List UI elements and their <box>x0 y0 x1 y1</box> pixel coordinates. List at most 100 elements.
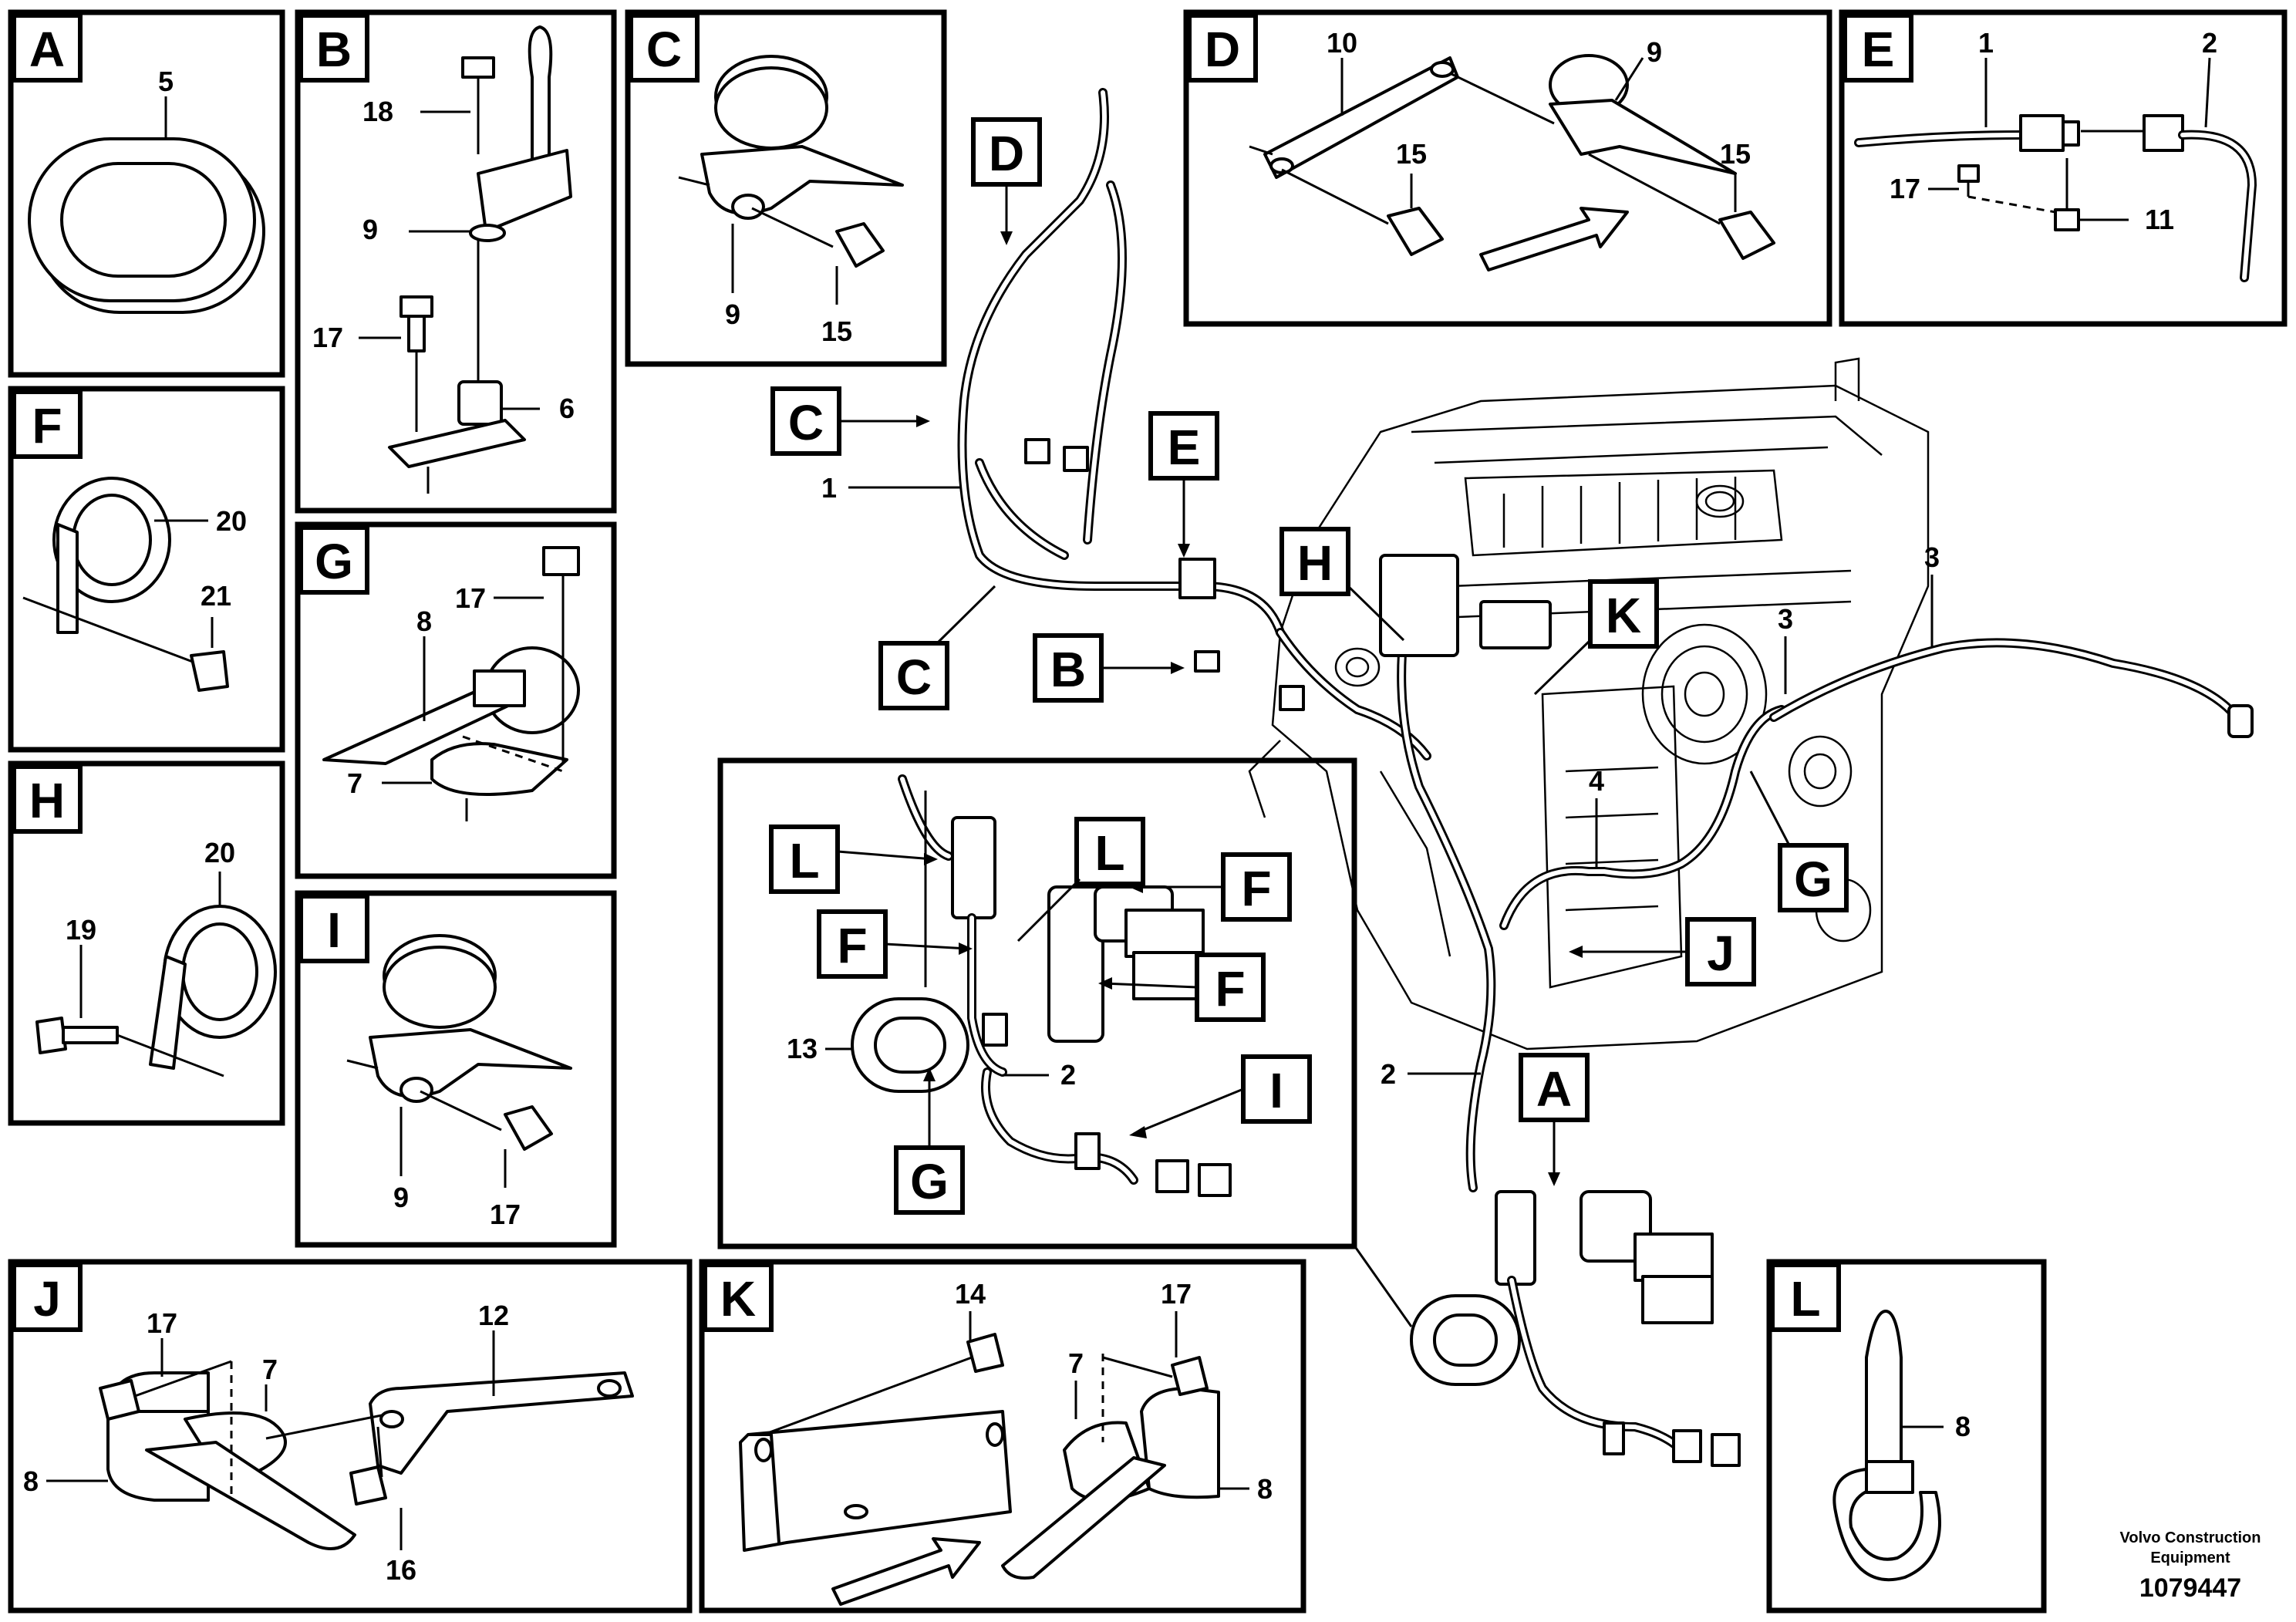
panel-j-frame <box>8 1259 693 1614</box>
detail-callouts: L L F F F I G <box>769 817 1312 1215</box>
panel-k-num-17: 17 <box>1161 1278 1192 1310</box>
screw-21-icon <box>190 650 229 692</box>
panel-l-frame <box>1766 1259 2047 1614</box>
panel-e-art: 1 2 17 11 <box>1854 27 2257 282</box>
bracket-l-icon <box>739 1410 1012 1552</box>
detail-num-2: 2 <box>1060 1059 1076 1091</box>
bolt-15b-icon <box>1718 211 1775 260</box>
main-num-2: 2 <box>1381 1058 1396 1090</box>
main-num-3a: 3 <box>1924 541 1940 573</box>
panel-j-num-17: 17 <box>147 1307 177 1339</box>
spacer-icon <box>457 380 503 426</box>
connector-2-icon <box>2143 114 2184 152</box>
panel-c-tag: C <box>646 22 682 77</box>
main-num-1: 1 <box>821 472 837 504</box>
main-callout-b: B <box>1050 642 1086 697</box>
panel-d-num-9: 9 <box>1647 36 1662 68</box>
bolt-14-icon <box>966 1333 1004 1373</box>
panel-b-art: 18 9 17 6 <box>312 25 575 494</box>
panel-f-num-20: 20 <box>216 505 247 537</box>
panel-e-num-17: 17 <box>1890 173 1920 204</box>
panel-i-num-17: 17 <box>490 1199 521 1230</box>
panel-k-tag: K <box>720 1271 756 1327</box>
main-num-3b: 3 <box>1778 603 1793 635</box>
detail-frame <box>717 757 1357 1249</box>
panel-frames <box>8 9 2288 1614</box>
panel-e-tag: E <box>1862 22 1895 77</box>
detail-numbers: 13 2 <box>787 1033 1076 1091</box>
bracket-12-icon <box>369 1371 634 1475</box>
bracket-10-icon <box>1263 56 1459 179</box>
panel-b-num-18: 18 <box>362 96 393 127</box>
panel-h-num-19: 19 <box>66 914 96 946</box>
bolt-17-icon <box>542 546 580 576</box>
panel-k-num-14: 14 <box>955 1278 986 1310</box>
panel-a-art: 5 <box>28 66 265 314</box>
plate-icon <box>388 419 526 468</box>
detail-callout-l-left: L <box>789 833 819 889</box>
main-callouts: D C E C B H K G J A <box>770 117 1849 1186</box>
detail-callout-f-left: F <box>837 918 867 973</box>
main-callout-g: G <box>1794 851 1832 907</box>
panel-f-num-21: 21 <box>201 580 231 612</box>
detail-connector-icon <box>951 816 996 919</box>
bracket-7-icon <box>184 1411 287 1482</box>
panel-d-tag: D <box>1205 22 1240 77</box>
panel-j-num-12: 12 <box>478 1300 509 1331</box>
panel-i-frame <box>295 890 617 1248</box>
footer: Volvo Construction Equipment 1079447 <box>2120 1529 2261 1603</box>
bolt-17-icon <box>400 295 433 318</box>
main-callout-a: A <box>1536 1061 1572 1117</box>
end-connector-icon <box>2227 704 2254 738</box>
bolt-17-icon <box>99 1379 140 1421</box>
bolt-17-icon <box>1957 164 1980 183</box>
panel-d-num-10: 10 <box>1327 27 1357 59</box>
bolt-19-icon <box>35 1017 67 1054</box>
panel-j-num-8: 8 <box>23 1465 39 1497</box>
main-num-4: 4 <box>1589 765 1604 797</box>
panel-tags: A B C D E F G H I J K L <box>12 13 1913 1332</box>
panel-j-num-16: 16 <box>386 1554 416 1586</box>
bolt-15-icon <box>835 222 885 268</box>
panel-g-art: 17 8 7 <box>322 546 580 821</box>
panel-k-num-8: 8 <box>1257 1473 1273 1505</box>
panel-d-art: 10 9 15 15 <box>1249 27 1775 271</box>
panel-e-num-1: 1 <box>1978 27 1994 59</box>
panel-l-tag: L <box>1790 1271 1820 1327</box>
panel-j-num-7: 7 <box>262 1354 278 1385</box>
alternator-icon <box>1641 623 1768 765</box>
main-callout-d: D <box>989 126 1024 181</box>
panel-f-tag: F <box>32 398 62 454</box>
ecu-connector-icon <box>1379 554 1459 657</box>
panel-l-art: 8 <box>1832 1310 1971 1582</box>
wire-harness <box>957 88 2254 1192</box>
detail-callout-g: G <box>910 1154 949 1209</box>
panel-d-num-15b: 15 <box>1720 138 1751 170</box>
small-connector-icon <box>1024 438 1050 464</box>
main-callout-c-lower: C <box>896 649 932 705</box>
panel-k-frame <box>699 1259 1306 1614</box>
panel-l-num-8: 8 <box>1955 1411 1971 1442</box>
panel-a-tag: A <box>29 22 65 77</box>
brand-line-1: Volvo Construction <box>2120 1529 2261 1546</box>
bolt-17-icon <box>504 1105 553 1151</box>
main-callout-e: E <box>1168 420 1201 475</box>
bolt-15a-icon <box>1387 207 1444 256</box>
clamp-band-icon <box>1140 1387 1220 1499</box>
direction-arrow-icon <box>831 1537 981 1606</box>
panel-j-art: 17 7 12 8 16 <box>23 1300 634 1586</box>
panel-h-art: 19 20 <box>35 837 277 1077</box>
panel-c-num-15: 15 <box>821 315 852 347</box>
connector-1-icon <box>2019 114 2065 152</box>
panel-f-frame <box>8 386 285 753</box>
panel-e-num-11: 11 <box>2145 204 2174 235</box>
brand-line-2: Equipment <box>2150 1549 2230 1566</box>
connector-e-icon <box>1178 558 1216 599</box>
detail-callout-f-lower-right: F <box>1215 961 1245 1017</box>
detail-callout-l-center: L <box>1094 825 1124 881</box>
panel-j-tag: J <box>33 1271 61 1327</box>
panel-k-num-7: 7 <box>1068 1347 1084 1379</box>
panel-b-tag: B <box>316 22 352 77</box>
bolt-17-icon <box>1171 1356 1209 1396</box>
